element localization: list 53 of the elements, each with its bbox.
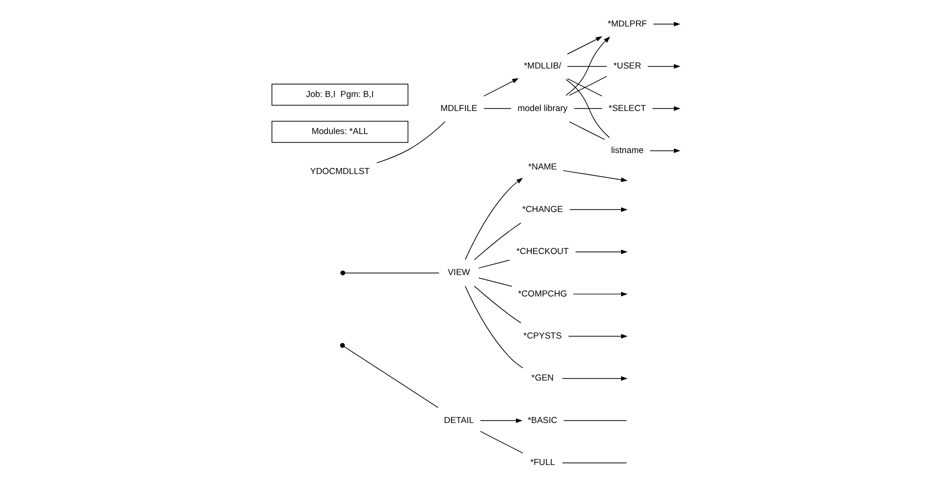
- connector: [344, 272, 439, 274]
- connector: [478, 260, 510, 268]
- node-text: YDOCMDLLST: [310, 166, 370, 176]
- node-text: *BASIC: [527, 414, 557, 425]
- node-text: *SELECT: [608, 102, 646, 113]
- arrow: [562, 170, 628, 182]
- arrow: [652, 22, 680, 26]
- node-text: *MDLPRF: [607, 18, 646, 28]
- connector: [474, 222, 521, 260]
- node-box: Modules: *ALL: [271, 120, 408, 143]
- node-text: model library: [517, 102, 568, 113]
- node-text: *COMPCHG: [518, 288, 567, 298]
- arrow: [566, 36, 602, 54]
- arrow: [568, 334, 628, 339]
- connector: [568, 121, 605, 140]
- arrow: [652, 106, 680, 111]
- node-text: VIEW: [447, 267, 470, 278]
- connector: [566, 78, 602, 96]
- node-text: *CHECKOUT: [516, 246, 568, 256]
- arrow: [562, 376, 628, 381]
- node-text: *CPYSTS: [522, 330, 562, 341]
- connector: [566, 66, 607, 67]
- connector: [474, 286, 521, 324]
- arrow: [646, 64, 680, 69]
- connector: [464, 286, 523, 368]
- node-box: Job: B,I Pgm: B,I: [271, 84, 408, 106]
- arrow: [565, 36, 610, 96]
- connector: [482, 108, 511, 109]
- connector: [478, 278, 512, 287]
- arrow: [572, 292, 628, 296]
- node-text: MDLFILE: [440, 102, 477, 113]
- node-text: *NAME: [528, 162, 556, 172]
- connector: [562, 462, 626, 464]
- connector: [573, 108, 602, 109]
- connector: [376, 121, 445, 164]
- arrow: [574, 250, 628, 254]
- connector: [565, 79, 610, 138]
- node-text: *USER: [613, 60, 641, 71]
- node-text: listname: [610, 144, 644, 155]
- connector: [568, 76, 607, 96]
- connector: [562, 420, 626, 422]
- arrow: [649, 148, 680, 154]
- node-text: *GEN: [530, 372, 554, 383]
- node-text: *CHANGE: [522, 204, 562, 214]
- node-text: *MDLLIB/: [523, 60, 561, 71]
- connector: [343, 346, 438, 408]
- arrow: [464, 178, 523, 260]
- node-text: *FULL: [530, 457, 554, 468]
- node-text: DETAIL: [443, 414, 474, 425]
- connector: [480, 430, 523, 454]
- arrow: [482, 78, 518, 96]
- arrow: [568, 207, 628, 212]
- arrow: [480, 418, 522, 423]
